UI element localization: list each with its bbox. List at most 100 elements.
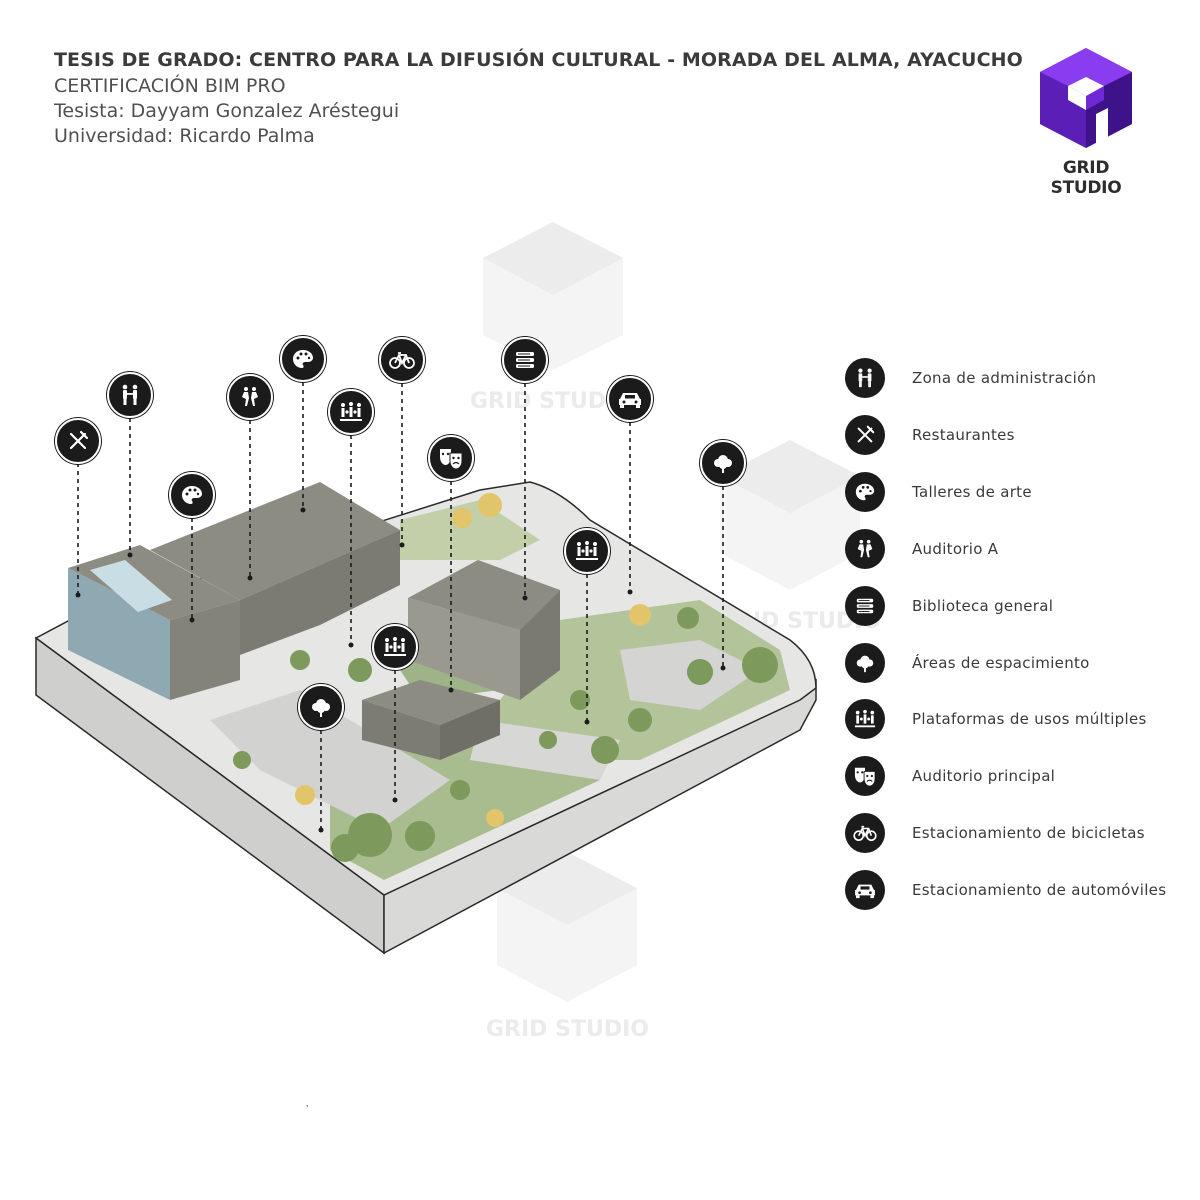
author-line: Tesista: Dayyam Gonzalez Aréstegui	[54, 100, 400, 122]
legend-label: Biblioteca general	[912, 597, 1054, 615]
tree-icon	[714, 455, 732, 473]
legend-item-multipurpose: Plataformas de usos múltiples	[842, 699, 1182, 739]
legend-item-restaurants: Restaurantes	[842, 415, 1182, 455]
legend-item-car-parking: Estacionamiento de automóviles	[842, 870, 1182, 910]
legend-label: Plataformas de usos múltiples	[912, 710, 1147, 728]
building-auditorium-roof	[362, 680, 500, 725]
pin-recreation-1	[700, 440, 746, 486]
pin-multipurpose-3	[372, 624, 418, 670]
theater-masks-icon	[440, 449, 463, 470]
legend-icon-wrap	[845, 472, 885, 512]
pin-art-workshop-1	[169, 472, 215, 518]
building-left-roof	[68, 545, 240, 620]
building-library-side	[520, 590, 560, 700]
bicycle-icon	[853, 825, 877, 842]
leader-lines	[77, 382, 724, 830]
dancers-icon	[857, 539, 873, 558]
legend-item-bike-parking: Estacionamiento de bicicletas	[842, 813, 1182, 853]
car-icon	[855, 884, 875, 899]
pin-main-auditorium	[428, 435, 474, 481]
legend-item-library: Biblioteca general	[842, 586, 1182, 626]
car-icon	[619, 393, 641, 408]
pin-multipurpose-2	[564, 528, 610, 574]
logo-cube-icon	[1040, 48, 1132, 148]
building-left-side	[170, 600, 240, 700]
legend-label: Áreas de espacimiento	[912, 654, 1090, 672]
watermark-cube-2: GRID STUDIO	[718, 440, 881, 634]
legend-item-auditorium-a: Auditorio A	[842, 529, 1182, 569]
legend-item-administration: Zona de administración	[842, 358, 1182, 398]
trees	[233, 607, 778, 862]
books-icon	[856, 598, 874, 614]
pin-car-parking	[607, 376, 653, 422]
building-auditorium-front	[362, 700, 440, 760]
grid-studio-logo: GRID STUDIO	[1026, 44, 1146, 198]
university-line: Universidad: Ricardo Palma	[54, 125, 315, 147]
legend-label: Auditorio A	[912, 540, 999, 558]
building-workshops-roof	[150, 482, 400, 600]
pin-recreation-2	[298, 684, 344, 730]
green-area-back	[400, 500, 540, 560]
legend-icon-wrap	[845, 586, 885, 626]
skylight	[90, 560, 172, 612]
pin-art-workshop-2	[280, 336, 326, 382]
people-handshake-icon	[122, 384, 138, 405]
crowd-icon	[854, 709, 876, 728]
legend-label: Estacionamiento de automóviles	[912, 881, 1167, 899]
watermark-cube-1: GRID STUDIO	[470, 222, 633, 414]
flowering-trees	[295, 493, 651, 827]
building-library-roof	[408, 560, 560, 630]
pin-library	[502, 337, 548, 383]
books-icon	[516, 352, 534, 368]
building-workshops-front	[240, 530, 400, 655]
building-library-front	[408, 598, 520, 700]
page-title: TESIS DE GRADO: CENTRO PARA LA DIFUSIÓN …	[54, 49, 1023, 71]
legend-icon-wrap	[845, 870, 885, 910]
legend-icon-wrap	[845, 415, 885, 455]
plaza-paving	[470, 720, 620, 780]
pin-auditorium-a	[227, 374, 273, 420]
legend-icon-wrap	[845, 529, 885, 569]
legend-icon-wrap	[845, 358, 885, 398]
people-handshake-icon	[858, 368, 872, 388]
palette-icon	[182, 486, 202, 504]
building-auditorium-side	[440, 700, 500, 760]
theater-masks-icon	[854, 767, 876, 787]
building-left-front	[68, 568, 170, 700]
tree-icon	[856, 655, 874, 673]
logo-text: GRID STUDIO	[1050, 158, 1122, 198]
bicycle-icon	[389, 352, 415, 369]
legend-icon-wrap	[845, 813, 885, 853]
crowd-icon	[384, 637, 406, 656]
pin-multipurpose-1	[328, 389, 374, 435]
legend-item-art-workshops: Talleres de arte	[842, 472, 1182, 512]
leader-dots	[75, 507, 726, 833]
legend-item-recreation: Áreas de espacimiento	[842, 643, 1182, 683]
legend-label: Estacionamiento de bicicletas	[912, 824, 1145, 842]
palette-icon	[293, 350, 313, 368]
tree-icon	[312, 699, 330, 717]
crowd-icon	[340, 402, 362, 421]
legend-label: Talleres de arte	[912, 483, 1032, 501]
palette-icon	[855, 483, 875, 501]
watermark-text-1: GRID STUDIO	[470, 389, 633, 414]
certification-line: CERTIFICACIÓN BIM PRO	[54, 75, 286, 97]
legend-icon-wrap	[845, 756, 885, 796]
legend-label: Restaurantes	[912, 426, 1015, 444]
dancers-icon	[242, 387, 258, 406]
pin-bike-parking	[379, 337, 425, 383]
stray-mark: ʼ	[306, 1104, 309, 1116]
parking-lot-front	[210, 690, 450, 830]
watermark-text-3: GRID STUDIO	[486, 1017, 649, 1042]
fork-knife-icon	[857, 425, 875, 443]
legend-item-main-auditorium: Auditorio principal	[842, 756, 1182, 796]
crowd-icon	[576, 541, 598, 560]
page-header: TESIS DE GRADO: CENTRO PARA LA DIFUSIÓN …	[54, 46, 1023, 149]
legend-label: Zona de administración	[912, 369, 1097, 387]
legend-label: Auditorio principal	[912, 767, 1056, 785]
pin-administration	[107, 372, 153, 418]
pin-restaurant	[55, 418, 101, 464]
fork-knife-icon	[69, 430, 89, 450]
legend-icon-wrap	[845, 699, 885, 739]
